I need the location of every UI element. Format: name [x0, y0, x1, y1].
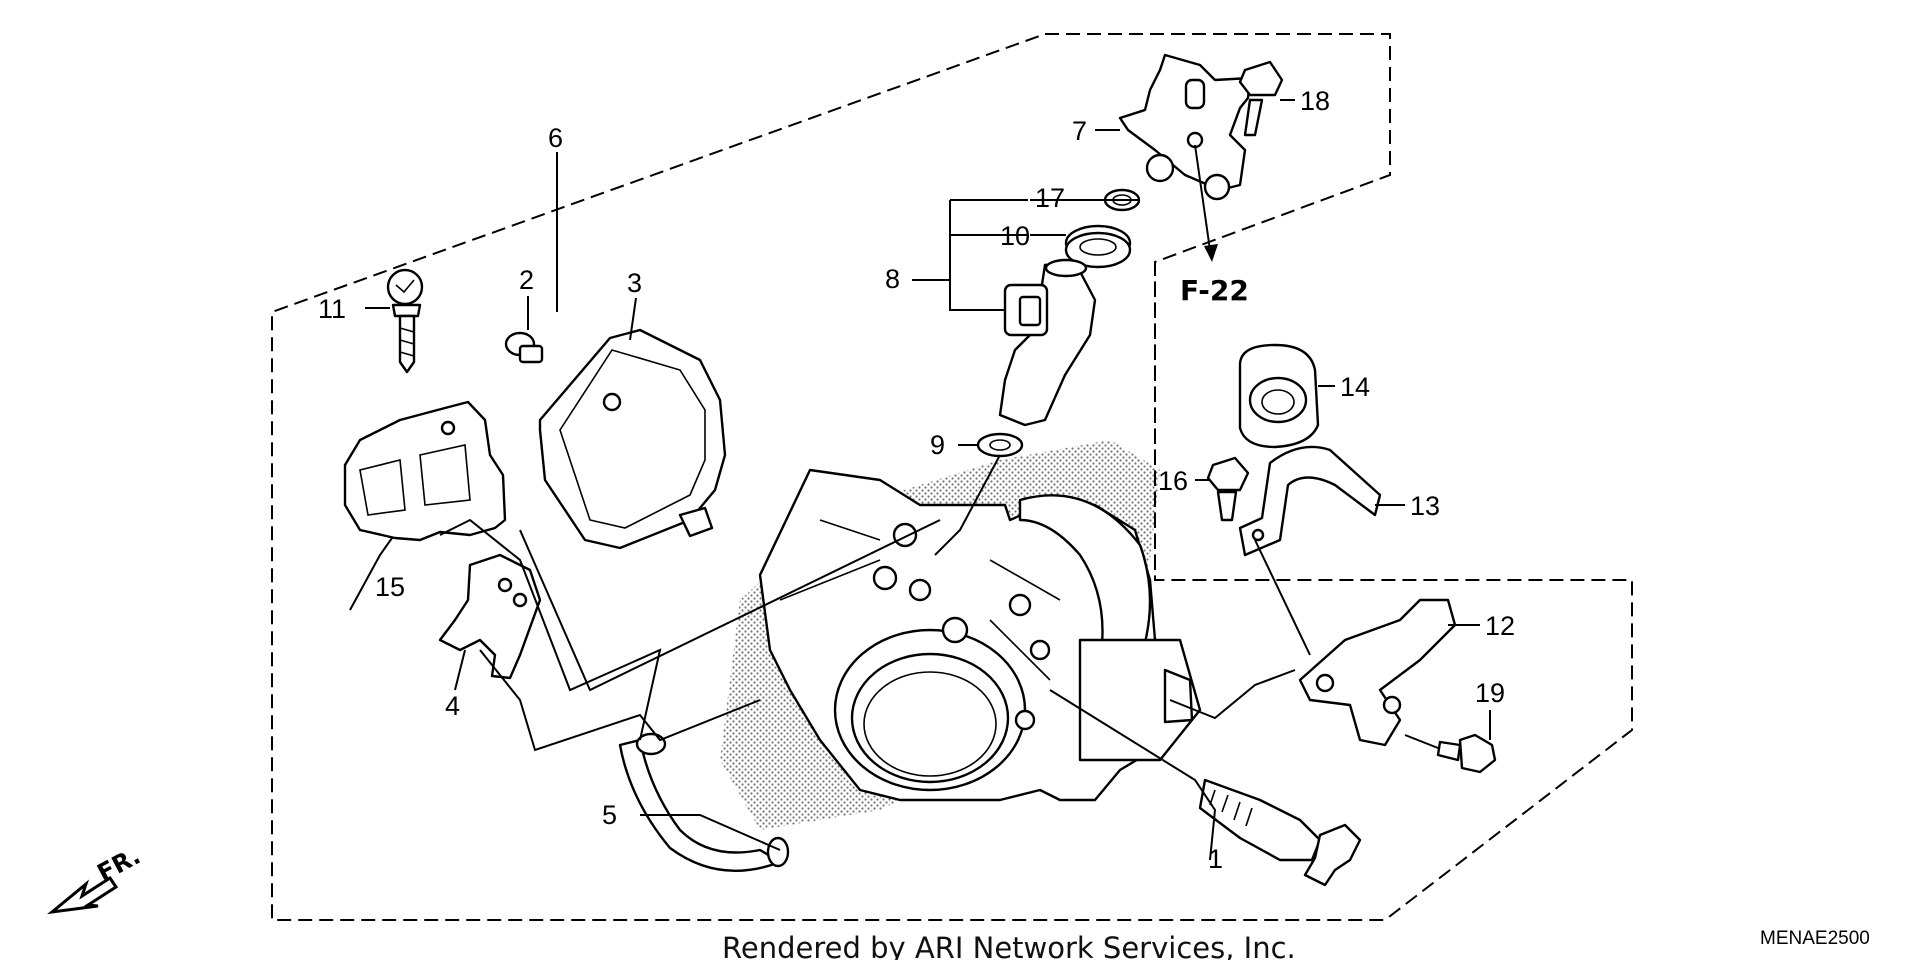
bolt-18-icon [1238, 60, 1284, 137]
diagram-code: MENAE2500 [1760, 928, 1870, 949]
callout-9: 9 [930, 430, 945, 460]
screw-11-icon [386, 268, 424, 374]
bracket-12-icon [1298, 598, 1457, 747]
callout-8: 8 [885, 264, 900, 294]
callout-13: 13 [1410, 491, 1440, 521]
callout-1: 1 [1208, 844, 1223, 874]
callout-17: 17 [1035, 183, 1065, 213]
callout-11: 11 [318, 294, 346, 324]
bolt-19-icon [1436, 733, 1497, 774]
injector-8-icon [998, 258, 1097, 427]
callout-3: 3 [627, 268, 642, 298]
sensor-15-icon [343, 400, 507, 542]
callout-16: 16 [1158, 466, 1188, 496]
callout-12: 12 [1485, 611, 1515, 641]
cover-3-icon [538, 328, 727, 550]
grommet-14-icon [1238, 343, 1320, 449]
direction-label: FR. [93, 842, 145, 888]
callout-19: 19 [1475, 678, 1505, 708]
seal-10-icon [1064, 224, 1132, 269]
callout-10: 10 [1000, 221, 1030, 251]
callout-7: 7 [1072, 116, 1087, 146]
bolt-16-icon [1206, 456, 1250, 522]
manifold-7-icon [1118, 53, 1252, 201]
callout-6: 6 [548, 123, 563, 153]
callout-18: 18 [1300, 86, 1330, 116]
leader-lines [349, 99, 1491, 861]
clamp-13-icon [1238, 445, 1382, 557]
reference-label: F-22 [1180, 274, 1249, 307]
callout-15: 15 [375, 572, 405, 602]
callout-2: 2 [519, 265, 534, 295]
front-arrow-icon [47, 875, 119, 915]
assembly-boundary-6 [271, 33, 1633, 921]
credit-text: Rendered by ARI Network Services, Inc. [722, 931, 1296, 960]
washer-9-icon [976, 432, 1024, 458]
hose-5-icon [618, 732, 790, 872]
plug-2-icon [504, 331, 544, 364]
callout-5: 5 [602, 800, 617, 830]
callout-14: 14 [1340, 372, 1370, 402]
callout-4: 4 [445, 691, 460, 721]
screw-1-icon [1198, 778, 1362, 887]
throttle-body-icon [758, 468, 1202, 802]
